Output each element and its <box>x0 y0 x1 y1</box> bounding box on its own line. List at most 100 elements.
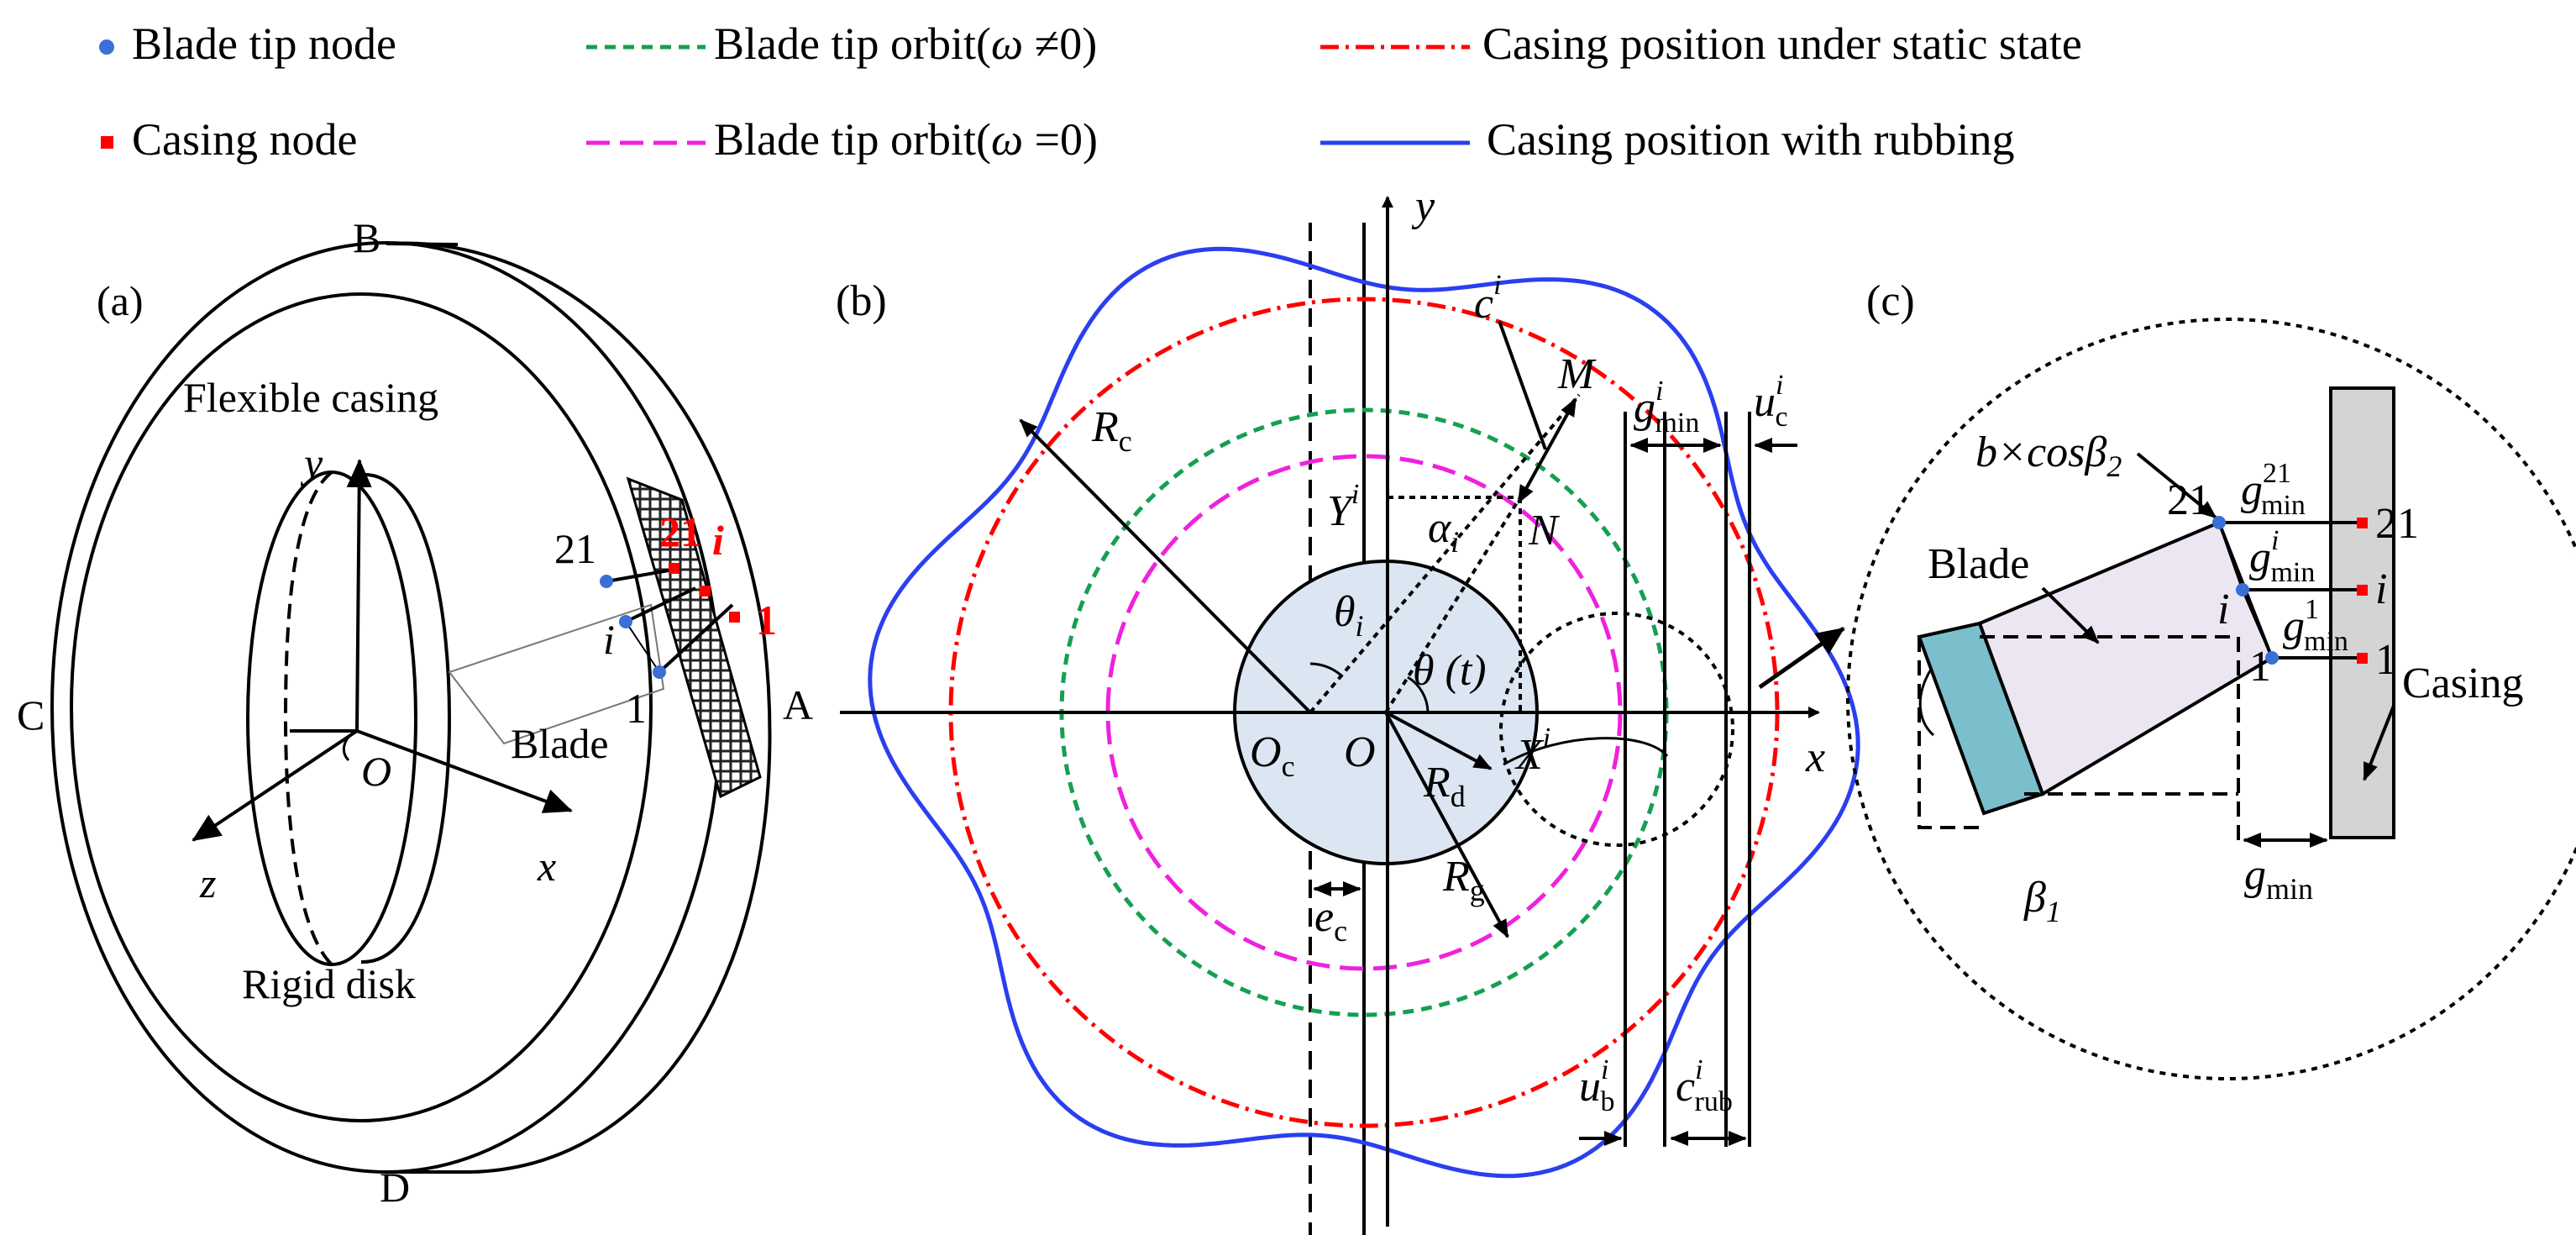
theta-t-label: θ (t) <box>1413 647 1487 695</box>
bcos-arrow <box>2136 452 2217 519</box>
blade-node-1-a <box>653 665 666 679</box>
label-B: B <box>353 214 380 261</box>
rigid-disk-label: Rigid disk <box>242 960 416 1007</box>
blade-node-1-c <box>2265 651 2279 665</box>
legend-orbit-nonzero-label: Blade tip orbit(ω ≠0) <box>714 18 1097 69</box>
zoom-circle-c <box>1846 318 2576 1080</box>
casing-node-1-a <box>729 612 740 623</box>
panel-c-labels: (c) b×cosβ2 Blade Casing β1 21 i 1 21 i … <box>1866 277 2523 928</box>
panel-a-labels: (a) B C D A Flexible casing Rigid disk B… <box>17 214 813 1211</box>
label-C: C <box>17 691 45 738</box>
axis-x-b-label: x <box>1805 733 1825 781</box>
legend-blade-node-label: Blade tip node <box>132 18 396 69</box>
blade-pointer-c <box>2041 586 2100 644</box>
casing-node-i-c <box>2357 585 2368 596</box>
theta-t-arc <box>1407 675 1430 713</box>
panel-c-label: (c) <box>1866 277 1915 325</box>
blade-label-c: Blade <box>1928 540 2029 588</box>
casing-back-edge <box>390 241 772 1174</box>
o-label-b: O <box>1344 728 1376 776</box>
link-1 <box>658 603 734 674</box>
zoom-arrow <box>1758 626 1845 690</box>
legend-casing-static-label: Casing position under static state <box>1482 18 2082 69</box>
legend: Blade tip node Blade tip orbit(ω ≠0) Cas… <box>99 18 2082 165</box>
panel-c <box>1846 318 2576 1080</box>
axis-y-a-label: y <box>300 439 323 486</box>
label-D: D <box>380 1164 410 1211</box>
n-label: N <box>1528 507 1561 554</box>
beta1-arc <box>1918 667 1935 737</box>
casing-node-21-a <box>669 563 679 574</box>
panel-a <box>50 241 772 1174</box>
oc-label: Oc <box>1250 728 1295 783</box>
legend-casing-node-marker <box>101 136 113 149</box>
right-i-label: i <box>2375 565 2387 613</box>
link-21 <box>606 568 674 583</box>
radius-rg <box>1384 712 1509 938</box>
rc-label: Rc <box>1091 403 1132 458</box>
radius-rd <box>1385 711 1493 770</box>
dashed-frame-c <box>1918 637 1980 829</box>
link-i <box>625 586 696 623</box>
axis-x-a <box>356 729 573 813</box>
right-21-label: 21 <box>2375 500 2419 548</box>
origin-a-label: O <box>361 748 391 795</box>
axis-x-a-label: x <box>537 843 556 890</box>
legend-blade-node-marker <box>99 39 114 55</box>
c-leader <box>1498 320 1547 450</box>
casing-label-c: Casing <box>2402 660 2523 707</box>
node-21-a-label: 21 <box>554 525 596 572</box>
panel-b-labels: (b) y x ci M N Rc Yi αi θi θ (t) Oc O Xi… <box>836 182 1825 1117</box>
legend-casing-node-label: Casing node <box>132 114 357 165</box>
panel-a-label: (a) <box>97 277 144 324</box>
blade-label-a: Blade <box>511 720 609 767</box>
casing-node-1-c <box>2357 653 2368 664</box>
ec-label: ec <box>1314 893 1347 948</box>
panel-c-markers <box>2212 516 2368 665</box>
o-to-n-dotted <box>1384 496 1522 714</box>
panel-b <box>840 196 1860 1235</box>
legend-casing-rubbing-label: Casing position with rubbing <box>1487 114 2015 165</box>
left-21-label: 21 <box>2167 476 2211 524</box>
label-A: A <box>783 681 813 728</box>
panel-a-markers <box>600 563 740 679</box>
casing-node-21-c <box>2357 518 2368 528</box>
rg-label: Rg <box>1442 853 1485 907</box>
axis-z-a <box>191 729 359 842</box>
blade-node-i-c <box>2236 583 2249 596</box>
left-i-label: i <box>2217 586 2229 633</box>
xi-leader <box>1503 737 1669 766</box>
disk-hidden-edge <box>283 470 333 966</box>
bcos-label: b×cosβ2 <box>1975 428 2122 483</box>
zoom-circle-b <box>1499 612 1734 847</box>
rd-label: Rd <box>1423 759 1466 813</box>
flexible-casing-label: Flexible casing <box>183 374 438 421</box>
axis-y-a <box>346 459 372 732</box>
left-1-label: 1 <box>2249 643 2271 691</box>
tip-21-i <box>2217 522 2244 591</box>
blade-outline-a <box>448 603 665 745</box>
theta-i-label: θi <box>1334 588 1364 643</box>
mn-arrow <box>1517 397 1577 504</box>
blade-node-i-a <box>619 615 632 628</box>
right-1-label: 1 <box>2375 636 2397 684</box>
axis-z-a-label: z <box>199 859 216 907</box>
tip-i-1 <box>2241 589 2274 659</box>
casing-node-i-a <box>700 586 711 596</box>
m-label: M <box>1557 350 1597 398</box>
blade-node-21-c <box>2212 516 2226 529</box>
axis-curl-a <box>342 733 352 762</box>
node-i-a-label: i <box>603 616 615 663</box>
gmin-bottom-label: gmin <box>2244 851 2313 906</box>
beta1-label: β1 <box>2023 874 2061 928</box>
oc-to-m-dotted <box>1309 393 1581 714</box>
theta-i-arc <box>1309 662 1342 677</box>
radius-rc <box>1019 418 1312 714</box>
